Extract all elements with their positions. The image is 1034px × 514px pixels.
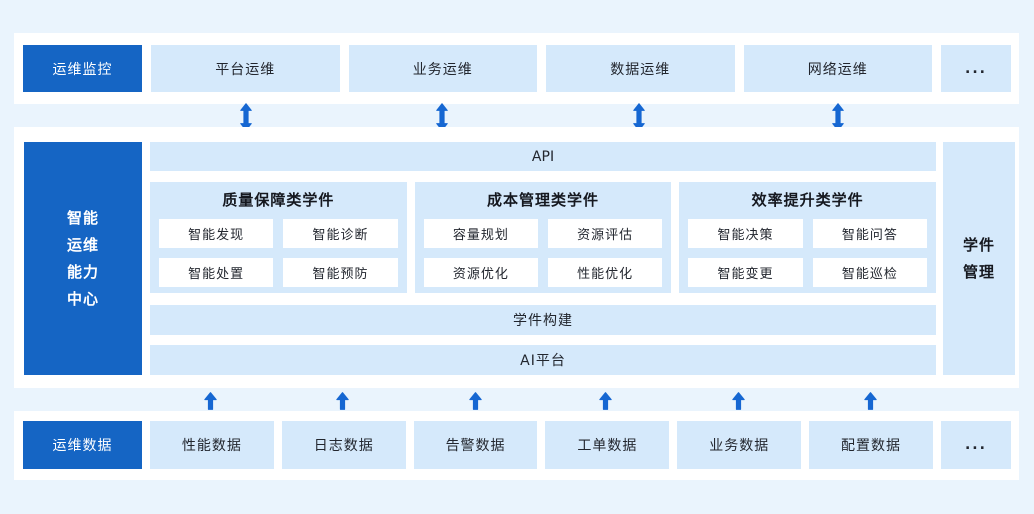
category-title: 成本管理类学件 bbox=[487, 191, 600, 209]
capability-center-title: 智能 运维 能力 中心 bbox=[24, 142, 142, 375]
data-label-box: 运维数据 bbox=[23, 421, 142, 469]
category-grid: 智能发现 智能诊断 智能处置 智能预防 bbox=[159, 219, 398, 287]
learnware-item: 智能巡检 bbox=[812, 258, 928, 287]
data-item-log: 日志数据 bbox=[281, 421, 406, 469]
learnware-management-block: 学件 管理 bbox=[943, 142, 1015, 375]
up-arrow-icon bbox=[204, 392, 217, 410]
monitor-row: 运维监控 平台运维 业务运维 数据运维 网络运维 ... bbox=[14, 33, 1019, 104]
learnware-build-bar: 学件构建 bbox=[150, 305, 936, 335]
category-efficiency: 效率提升类学件 智能决策 智能问答 智能变更 智能巡检 bbox=[679, 182, 937, 293]
up-arrow-icon bbox=[732, 392, 745, 410]
monitor-more-box: ... bbox=[941, 45, 1011, 92]
monitor-label-box: 运维监控 bbox=[23, 45, 142, 92]
learnware-item: 智能处置 bbox=[159, 258, 274, 287]
learnware-item: 智能问答 bbox=[812, 219, 928, 248]
up-arrow-icon bbox=[336, 392, 349, 410]
monitor-panel: 运维监控 平台运维 业务运维 数据运维 网络运维 ... bbox=[14, 33, 1019, 104]
category-grid: 容量规划 资源评估 资源优化 性能优化 bbox=[423, 219, 663, 287]
learnware-item: 智能发现 bbox=[159, 219, 274, 248]
data-more-box: ... bbox=[940, 421, 1011, 469]
data-item-alarm: 告警数据 bbox=[413, 421, 538, 469]
learnware-item: 资源评估 bbox=[548, 219, 663, 248]
monitor-item-platform: 平台运维 bbox=[151, 45, 340, 92]
learnware-item: 容量规划 bbox=[423, 219, 538, 248]
category-title: 效率提升类学件 bbox=[751, 191, 864, 209]
data-item-business: 业务数据 bbox=[677, 421, 802, 469]
category-cost: 成本管理类学件 容量规划 资源评估 资源优化 性能优化 bbox=[414, 182, 672, 293]
monitor-item-business: 业务运维 bbox=[348, 45, 537, 92]
api-bar: API bbox=[150, 142, 936, 171]
data-row: 运维数据 性能数据 日志数据 告警数据 工单数据 业务数据 配置数据 ... bbox=[14, 411, 1019, 480]
data-item-config: 配置数据 bbox=[809, 421, 933, 469]
data-panel: 运维数据 性能数据 日志数据 告警数据 工单数据 业务数据 配置数据 ... bbox=[14, 411, 1019, 480]
up-arrow-icon bbox=[599, 392, 612, 410]
learnware-item: 智能决策 bbox=[688, 219, 803, 248]
category-quality: 质量保障类学件 智能发现 智能诊断 智能处置 智能预防 bbox=[150, 182, 407, 293]
monitor-item-data: 数据运维 bbox=[546, 45, 735, 92]
learnware-item: 性能优化 bbox=[548, 258, 663, 287]
data-item-performance: 性能数据 bbox=[150, 421, 274, 469]
monitor-item-network: 网络运维 bbox=[743, 45, 932, 92]
learnware-item: 智能预防 bbox=[283, 258, 398, 287]
up-arrow-icon bbox=[469, 392, 482, 410]
category-title: 质量保障类学件 bbox=[222, 191, 335, 209]
up-arrow-icon bbox=[864, 392, 877, 410]
capability-center-panel: 智能 运维 能力 中心 API 质量保障类学件 智能发现 智能诊断 智能处置 智… bbox=[14, 127, 1019, 388]
learnware-item: 智能变更 bbox=[688, 258, 803, 287]
learnware-item: 资源优化 bbox=[423, 258, 538, 287]
learnware-item: 智能诊断 bbox=[283, 219, 398, 248]
data-item-ticket: 工单数据 bbox=[545, 421, 670, 469]
category-grid: 智能决策 智能问答 智能变更 智能巡检 bbox=[688, 219, 928, 287]
learnware-categories: 质量保障类学件 智能发现 智能诊断 智能处置 智能预防 成本管理类学件 容量规划… bbox=[150, 182, 937, 293]
ai-platform-bar: AI平台 bbox=[150, 345, 936, 375]
